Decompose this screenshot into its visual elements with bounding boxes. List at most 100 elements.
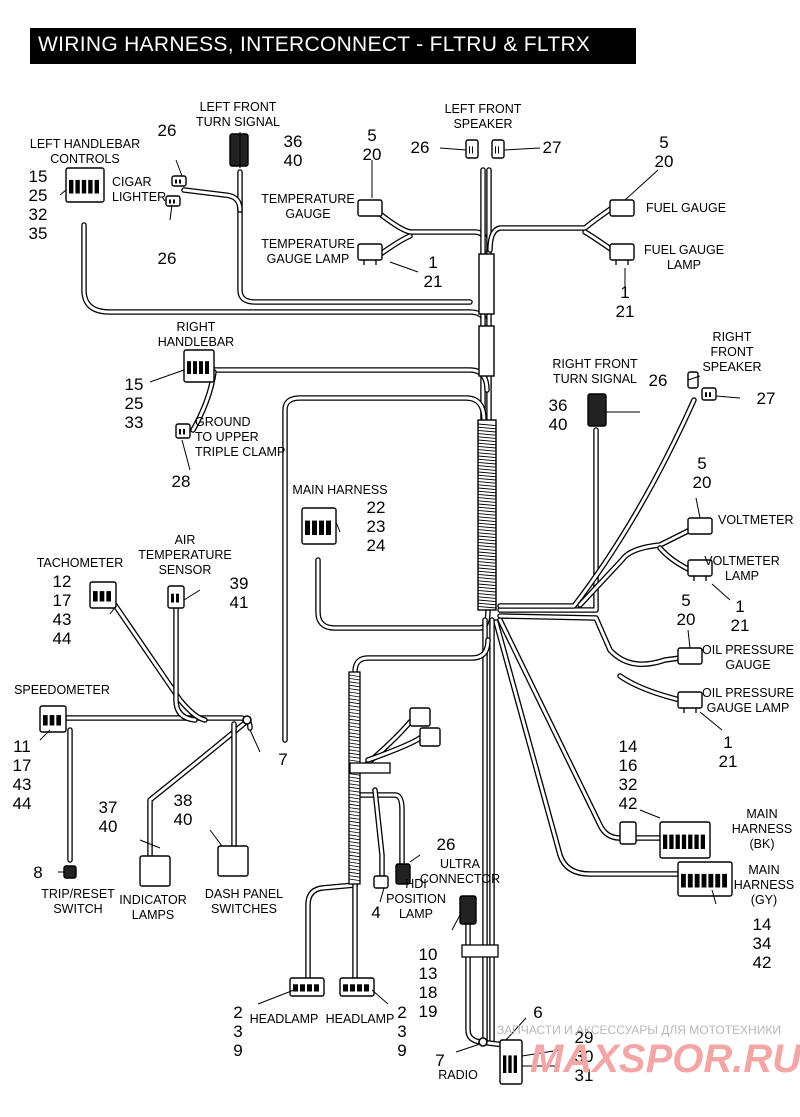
oil-pressure-gauge-name: GAUGE: [725, 658, 770, 672]
cigar-lighter-ref: 26: [158, 121, 177, 140]
headlamp-left-ref: 9: [233, 1041, 242, 1060]
fuel-gauge-lamp-ref: 1: [620, 283, 629, 302]
air-temperature-sensor-name: SENSOR: [159, 563, 212, 577]
leader-31: [451, 914, 461, 931]
left-turn-signal-cable: [237, 169, 473, 305]
main-harness-bk-clip: [619, 821, 637, 845]
hdi-position-lamp-ref: 18: [419, 983, 438, 1002]
leader-27: [639, 809, 661, 819]
right-turn-signal-connector: [587, 393, 607, 427]
headlamp-left-name: HEADLAMP: [250, 1012, 319, 1026]
leader-32: [257, 989, 295, 1005]
fuel-gauge-cable: [487, 205, 615, 253]
cigar-lighter-name: CIGAR: [112, 175, 152, 189]
ultra-connector-body: [395, 863, 411, 885]
leader-2: [169, 204, 173, 221]
air-temperature-sensor-name: AIR: [175, 533, 196, 547]
main-harness-bk-ref: 16: [619, 756, 638, 775]
leader-17: [711, 583, 731, 601]
voltmeter-connector: [687, 517, 713, 535]
air-temperature-sensor-name: TEMPERATURE: [138, 548, 232, 562]
ultra-connector-name: CONNECTOR: [420, 872, 500, 886]
voltmeter-ref: 20: [693, 473, 712, 492]
left-front-turn-signal-ref: 36: [284, 132, 303, 151]
right-handlebar-connector: [183, 349, 215, 383]
tachometer-ref: 43: [53, 610, 72, 629]
temperature-gauge-connector: [357, 199, 383, 217]
accessory-connector-b: [419, 727, 441, 747]
cigar-lighter-cable: [181, 187, 243, 213]
main-harness-top-connector: [301, 507, 337, 545]
temperature-gauge-lamp-ref: 1: [428, 253, 437, 272]
trip-reset-switch-name: SWITCH: [53, 902, 102, 916]
hdi-position-lamp-ref: 19: [419, 1002, 438, 1021]
left-handlebar-controls-name: CONTROLS: [50, 152, 119, 166]
right-handlebar-ref: 33: [125, 413, 144, 432]
diagram-title: WIRING HARNESS, INTERCONNECT - FLTRU & F…: [38, 33, 591, 56]
speedometer-ref: 43: [13, 775, 32, 794]
fuel-gauge-lamp-name: LAMP: [667, 258, 701, 272]
voltmeter-lamp-cable: [657, 545, 693, 573]
ground-upper-triple-clamp-ref: 28: [172, 472, 191, 491]
oil-pressure-lamp-connector: [677, 691, 703, 713]
speedometer-ref: 44: [13, 794, 32, 813]
right-front-turn-signal-ref: 40: [549, 415, 568, 434]
dash-panel-switches-name: DASH PANEL: [205, 887, 283, 901]
fuel-lamp-cable: [582, 229, 615, 253]
right-handlebar-ref: 15: [125, 375, 144, 394]
indicator-lamps-ref: 40: [99, 817, 118, 836]
main-harness-top-ref: 24: [367, 536, 386, 555]
speedometer-connector: [39, 705, 67, 733]
right-front-turn-signal-name: TURN SIGNAL: [553, 372, 637, 386]
main-harness-top-name: MAIN HARNESS: [292, 483, 387, 497]
leader-23: [249, 729, 261, 753]
headlamp-right-ref: 3: [397, 1022, 406, 1041]
headlamp-right-ref: 2: [397, 1003, 406, 1022]
right-speaker-cable: [497, 397, 697, 609]
speedometer-cable: [63, 715, 253, 731]
main-harness-bk-ref: 32: [619, 775, 638, 794]
leader-16: [695, 497, 701, 519]
right-handlebar-cable: [211, 367, 490, 393]
watermark: ЗАПЧАСТИ И АКСЕССУАРЫ ДЛЯ МОТОТЕХНИКИ MA…: [497, 1023, 800, 1081]
tachometer-connector: [89, 581, 117, 609]
right-front-speaker-ref: 26: [649, 371, 668, 390]
main-harness-top-cable: [315, 557, 491, 631]
main-harness-gy-ref: 42: [753, 953, 772, 972]
dash-panel-switches-ref: 40: [174, 810, 193, 829]
left-front-speaker-ref: 26: [411, 138, 430, 157]
speedo-main-cable: [282, 395, 487, 743]
oil-pressure-gauge-lamp-ref: 21: [719, 752, 738, 771]
tachometer-ref: 44: [53, 629, 72, 648]
ultra-branch-cable: [372, 787, 385, 879]
oil-lamp-cable: [617, 673, 683, 703]
fuel-gauge-ref: 5: [659, 133, 668, 152]
oil-pressure-gauge-ref: 5: [681, 591, 690, 610]
ground-upper-triple-clamp-name: TO UPPER: [195, 430, 259, 444]
headlamp-left-ref: 2: [233, 1003, 242, 1022]
temperature-gauge-ref: 5: [367, 126, 376, 145]
leader-13: [687, 375, 701, 381]
hdi-position-lamp-connector: [459, 895, 477, 925]
left-front-turn-signal-name: LEFT FRONT: [200, 100, 277, 114]
left-front-turn-signal-ref: 40: [284, 151, 303, 170]
trunk-conduit: [477, 253, 497, 611]
radio-name: RADIO: [438, 1068, 478, 1082]
left-front-speaker-name: SPEAKER: [453, 117, 512, 131]
left-handlebar-connector: [65, 167, 105, 203]
voltmeter-ref: 5: [697, 454, 706, 473]
oil-pressure-gauge-connector: [677, 647, 703, 665]
temperature-gauge-lamp-name: GAUGE LAMP: [267, 252, 350, 266]
main-harness-top-ref: 22: [367, 498, 386, 517]
right-front-speaker-ref: 27: [757, 389, 776, 408]
dash-panel-connector: [217, 845, 249, 877]
hdi-position-lamp-ref: 13: [419, 964, 438, 983]
title-bar: WIRING HARNESS, INTERCONNECT - FLTRU & F…: [30, 28, 636, 64]
headlamp-right-connector: [339, 977, 375, 997]
speedometer-ref: 17: [13, 756, 32, 775]
main-harness-bk-name: (BK): [750, 837, 775, 851]
cigar-lighter-connector-a: [171, 175, 187, 187]
oil-pressure-cable: [497, 613, 683, 667]
oil-pressure-gauge-lamp-ref: 1: [723, 733, 732, 752]
